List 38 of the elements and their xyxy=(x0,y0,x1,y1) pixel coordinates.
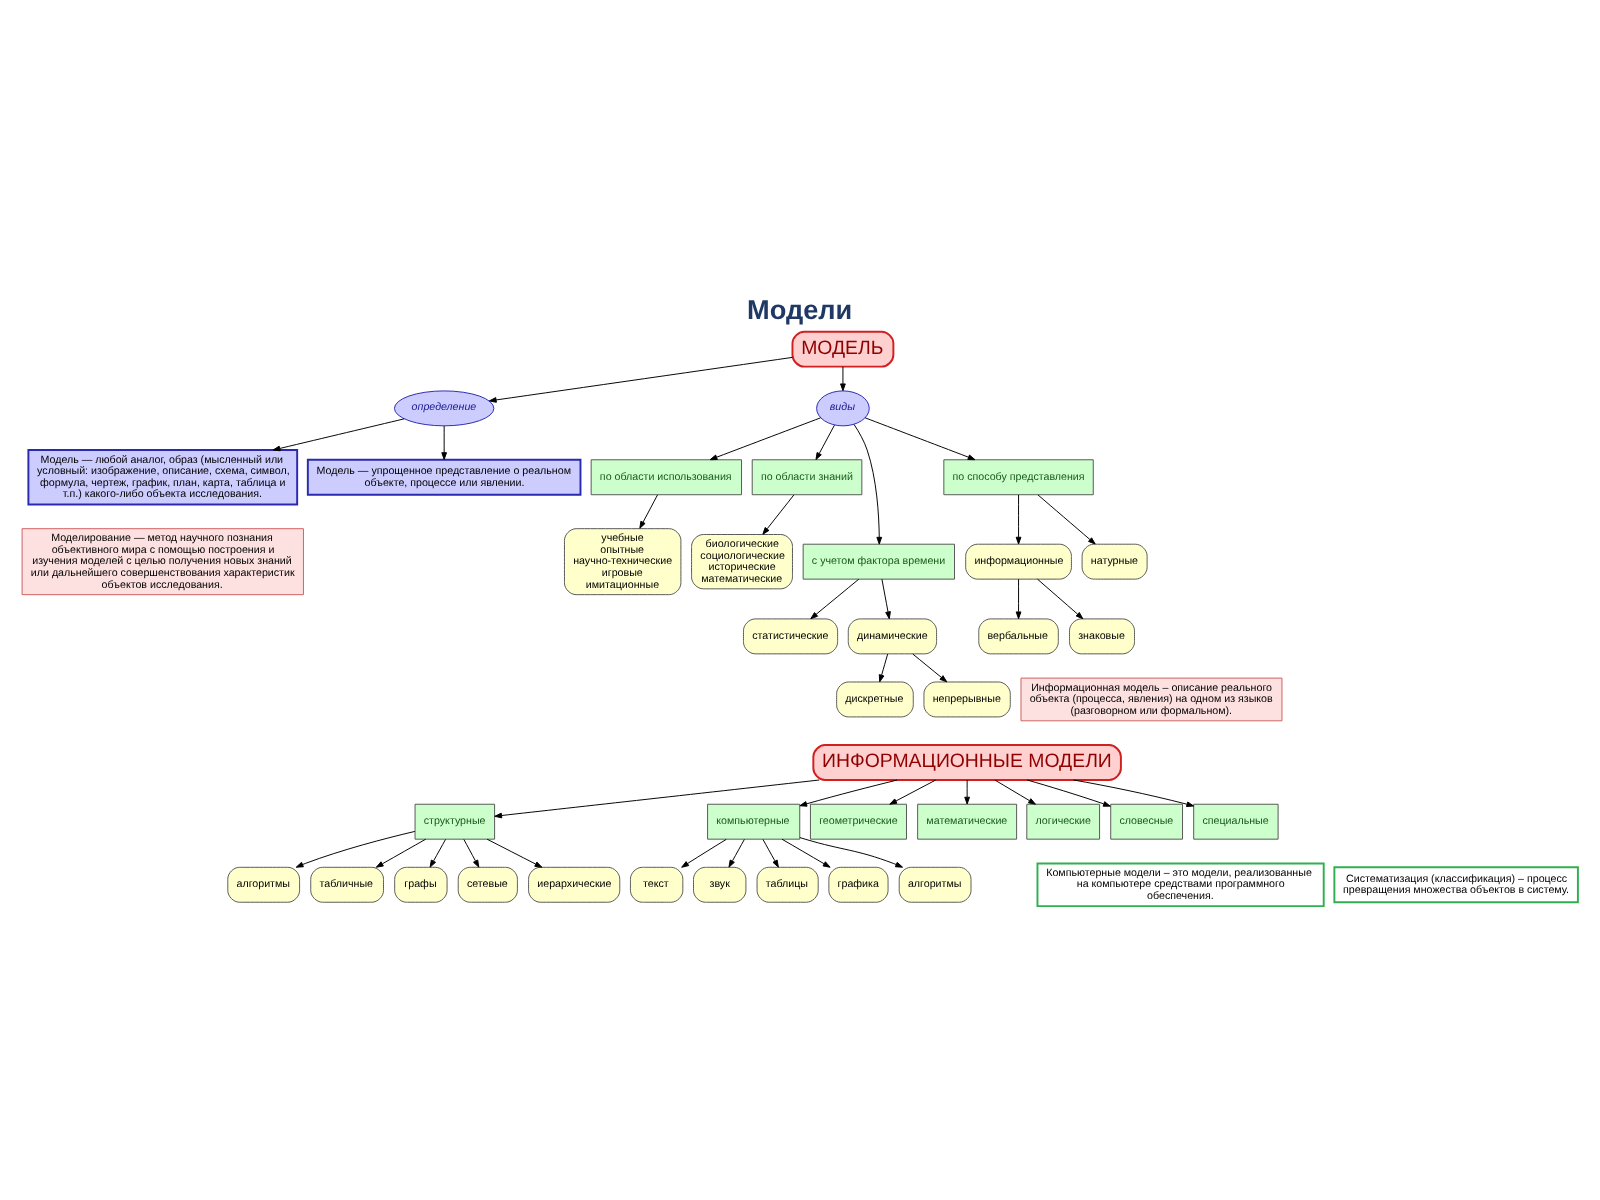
arrow xyxy=(762,838,779,868)
arrow xyxy=(1015,578,1022,620)
arrow xyxy=(375,838,427,868)
arrow xyxy=(681,838,727,868)
arrow xyxy=(964,779,970,805)
arrow xyxy=(709,417,822,461)
arrow xyxy=(494,779,820,819)
arrow xyxy=(878,653,889,683)
arrow xyxy=(815,424,835,461)
node-box: ИНФОРМАЦИОННЫЕ МОДЕЛИ xyxy=(812,744,1122,781)
arrow xyxy=(728,838,745,868)
arrow xyxy=(994,779,1036,805)
arrow xyxy=(781,838,831,868)
arrow xyxy=(441,425,447,460)
arrow xyxy=(840,366,846,392)
arrow xyxy=(488,356,793,403)
arrow xyxy=(1026,779,1111,807)
arrow xyxy=(1037,578,1084,620)
arrow xyxy=(864,417,976,461)
arrow xyxy=(486,838,543,868)
arrow xyxy=(272,418,405,452)
arrow xyxy=(799,779,898,807)
arrow xyxy=(912,653,948,683)
node-box: МОДЕЛЬ xyxy=(791,330,895,368)
arrow xyxy=(429,838,447,868)
arrow xyxy=(1073,779,1195,808)
arrow xyxy=(463,838,480,868)
arrow xyxy=(889,779,937,805)
arrow xyxy=(810,578,860,620)
arrow xyxy=(762,494,795,535)
arrow xyxy=(639,494,658,529)
diagram-title: Модели xyxy=(747,294,853,325)
arrow xyxy=(881,578,891,620)
arrow xyxy=(853,423,883,545)
arrow xyxy=(295,830,416,868)
arrow xyxy=(799,837,904,868)
arrow xyxy=(1037,494,1096,545)
arrow xyxy=(1015,494,1022,545)
